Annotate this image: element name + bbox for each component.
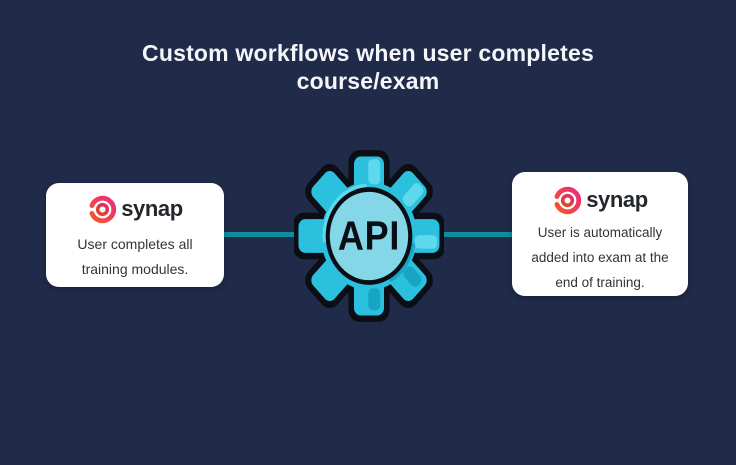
- synap-wordmark: synap: [121, 196, 183, 221]
- right-card-text: User is automatically added into exam at…: [531, 225, 669, 290]
- page-title-line1: Custom workflows when user completes: [142, 40, 594, 66]
- api-label: API: [338, 214, 400, 259]
- synap-logo-icon: [89, 195, 117, 223]
- synap-logo: synap: [46, 190, 224, 228]
- right-step-card: synap User is automatically added into e…: [512, 172, 688, 296]
- synap-wordmark: synap: [586, 187, 648, 212]
- left-card-text: User completes all training modules.: [77, 236, 193, 277]
- gear-highlight: [368, 159, 438, 249]
- left-step-card: synap User completes all training module…: [46, 183, 224, 287]
- synap-logo-icon: [554, 186, 582, 214]
- gear-shade: [368, 266, 422, 311]
- api-gear-icon: API: [294, 150, 444, 322]
- synap-logo: synap: [512, 181, 688, 219]
- page-title-line2: course/exam: [296, 67, 440, 94]
